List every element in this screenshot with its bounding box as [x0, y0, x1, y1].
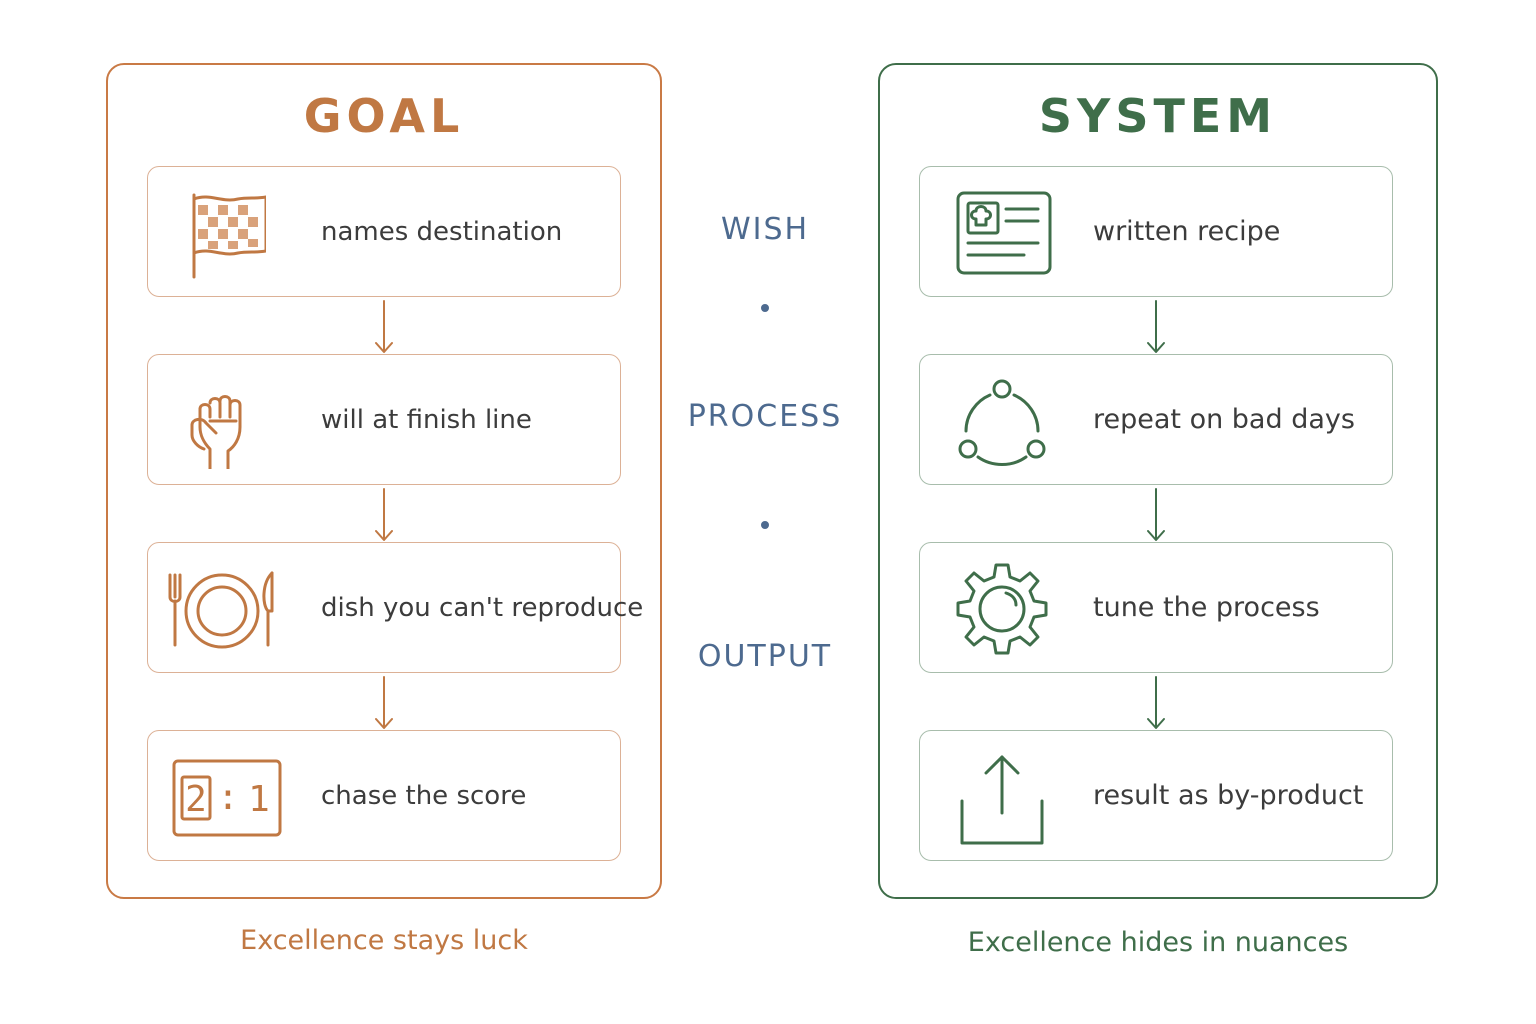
- score-left: 2: [185, 779, 207, 820]
- middle-word-process: PROCESS: [687, 399, 843, 434]
- cycle-icon: [958, 379, 1046, 466]
- system-step-card: repeat on bad days: [919, 354, 1393, 485]
- goal-step-label: names destination: [321, 216, 563, 247]
- system-step-label: result as by-product: [1093, 780, 1364, 811]
- goal-step-label: will at finish line: [321, 404, 532, 435]
- recipe-card-icon: [956, 191, 1052, 275]
- goal-title: GOAL: [303, 89, 465, 143]
- system-panel: SYSTEM written recipe: [878, 63, 1438, 899]
- middle-word-wish: WISH: [720, 212, 810, 247]
- down-arrow-icon: [375, 300, 393, 353]
- raised-fist-icon: [190, 395, 242, 469]
- system-step-card: tune the process: [919, 542, 1393, 673]
- checkered-flag-icon: [192, 193, 266, 279]
- goal-step-label: chase the score: [321, 780, 527, 811]
- system-step-label: written recipe: [1093, 216, 1281, 247]
- scoreboard-icon: 2 : 1: [172, 759, 282, 837]
- goal-step-label: dish you can't reproduce: [321, 592, 644, 623]
- system-step-label: repeat on bad days: [1093, 404, 1355, 435]
- middle-separator-dot: [761, 521, 769, 529]
- system-caption: Excellence hides in nuances: [967, 927, 1349, 958]
- system-step-card: written recipe: [919, 166, 1393, 297]
- gear-icon: [956, 563, 1048, 655]
- score-separator: :: [217, 777, 239, 818]
- goal-panel: GOAL names destination: [106, 63, 662, 899]
- score-right: 1: [248, 779, 270, 820]
- middle-word-output: OUTPUT: [697, 639, 833, 674]
- goal-caption: Excellence stays luck: [240, 925, 528, 956]
- system-title: SYSTEM: [1038, 89, 1278, 143]
- goal-step-card: will at finish line: [147, 354, 621, 485]
- goal-step-card: names destination: [147, 166, 621, 297]
- down-arrow-icon: [1147, 300, 1165, 353]
- goal-step-card: dish you can't reproduce: [147, 542, 643, 673]
- goal-step-card: 2 : 1 chase the score: [147, 730, 621, 861]
- down-arrow-icon: [1147, 488, 1165, 541]
- down-arrow-icon: [375, 488, 393, 541]
- middle-separator-dot: [761, 304, 769, 312]
- upload-tray-icon: [960, 755, 1044, 845]
- down-arrow-icon: [1147, 676, 1165, 729]
- plate-cutlery-icon: [168, 571, 274, 649]
- system-step-card: result as by-product: [919, 730, 1393, 861]
- system-step-label: tune the process: [1093, 592, 1320, 623]
- down-arrow-icon: [375, 676, 393, 729]
